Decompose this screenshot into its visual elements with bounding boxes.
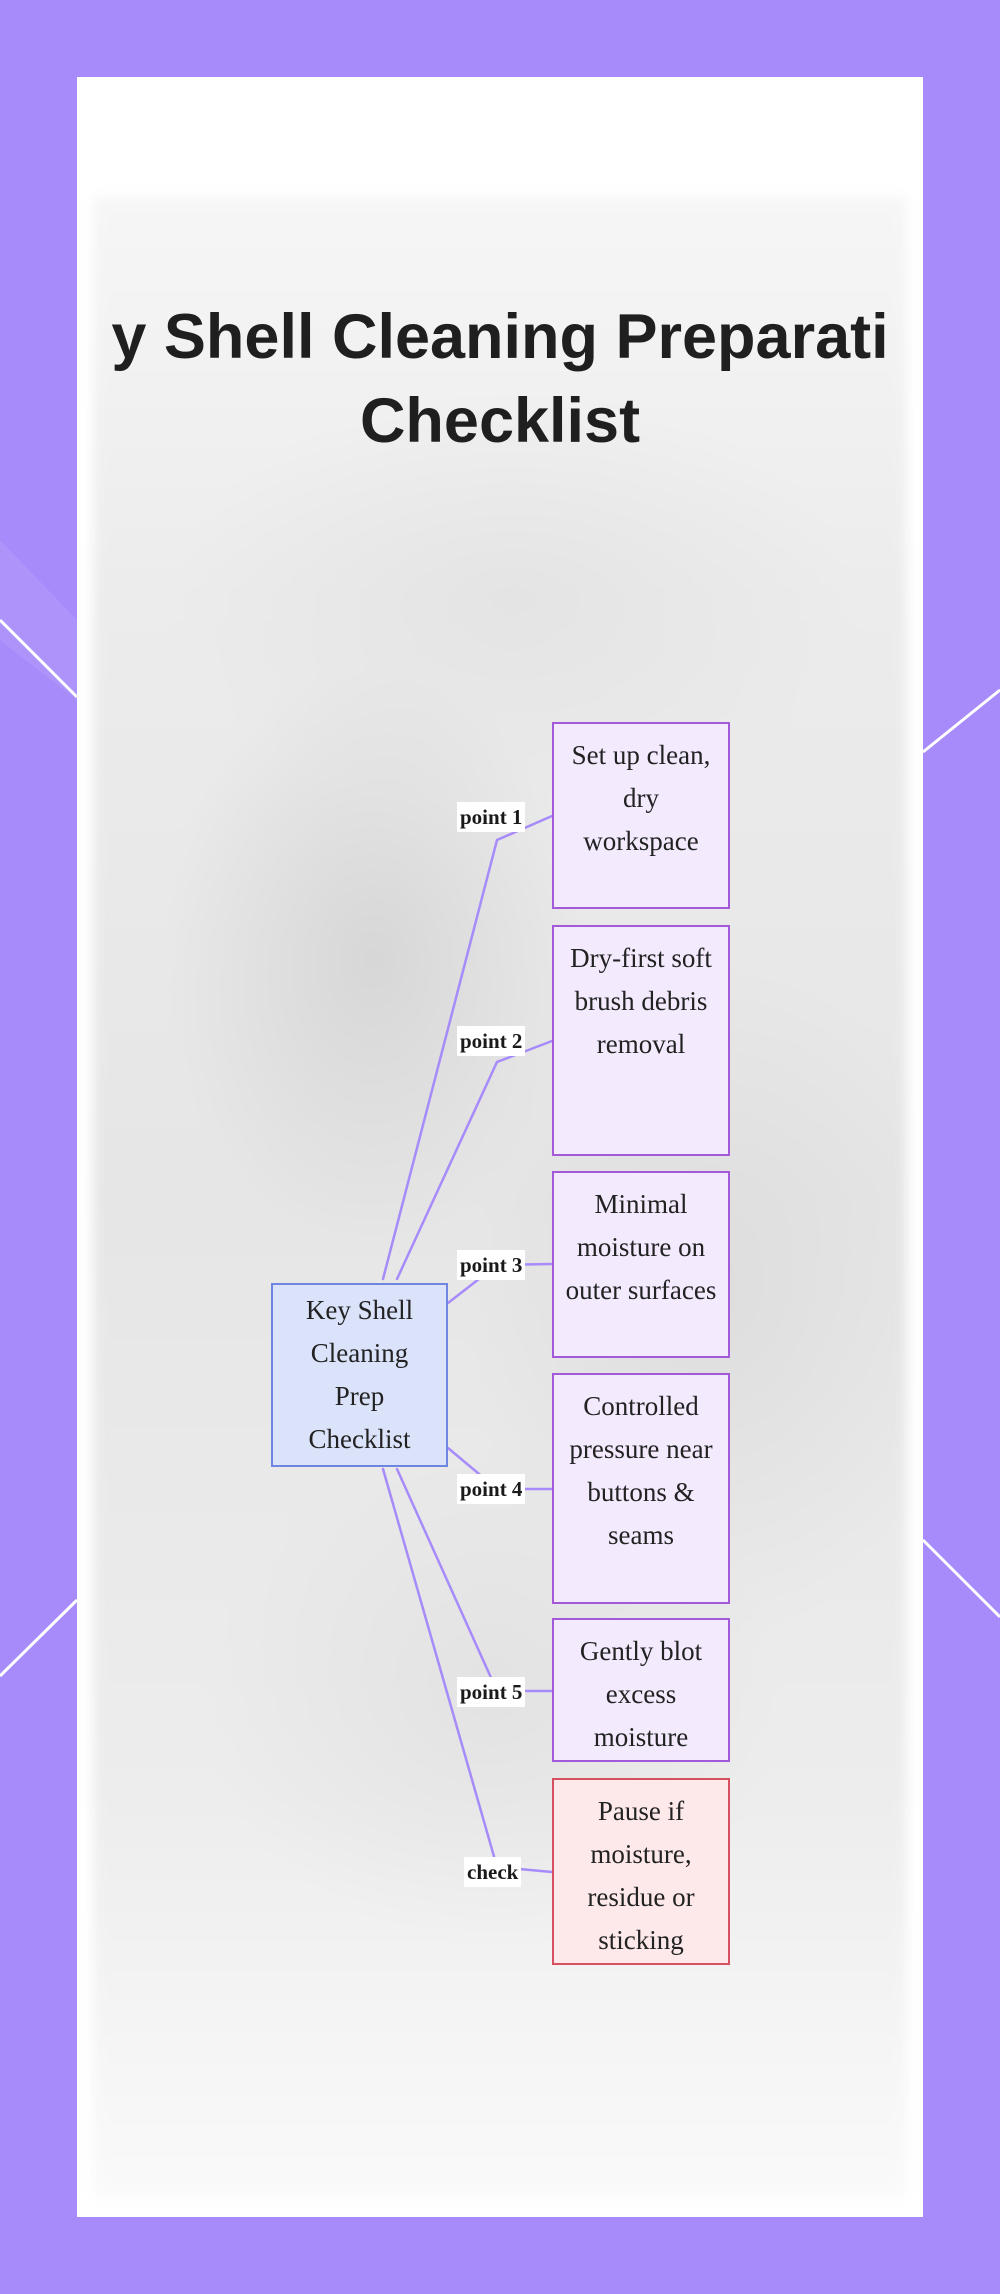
edge-label-point-1: point 1 [457,802,526,832]
step-node-2-text: Dry-first soft brush debris removal [570,943,712,1059]
step-node-3: Minimal moisture on outer surfaces [552,1171,730,1358]
connector-point-2 [395,1039,554,1281]
step-node-1-text: Set up clean, dry workspace [571,740,711,856]
check-node: Pause if moisture, residue or sticking [552,1778,730,1965]
connector-point-1 [381,814,554,1281]
edge-label-point-2: point 2 [457,1026,526,1056]
step-node-2: Dry-first soft brush debris removal [552,925,730,1156]
edge-label-point-4: point 4 [457,1474,526,1504]
page-title-line-2: Checklist [359,386,641,456]
diagram-card: y Shell Cleaning Preparati Checklist Key… [77,77,923,2217]
page-title-line-1: y Shell Cleaning Preparati [111,302,889,372]
check-node-text: Pause if moisture, residue or sticking [587,1796,695,1955]
connector-lines [381,814,554,1874]
step-node-5: Gently blot excess moisture [552,1618,730,1762]
central-node-label: Key Shell Cleaning Prep Checklist [305,1295,414,1454]
edge-label-point-5: point 5 [457,1677,526,1707]
step-node-1: Set up clean, dry workspace [552,722,730,909]
connector-check [381,1467,554,1874]
step-node-3-text: Minimal moisture on outer surfaces [565,1189,717,1305]
step-node-4: Controlled pressure near buttons & seams [552,1373,730,1604]
step-node-4-text: Controlled pressure near buttons & seams [569,1391,713,1550]
central-node: Key Shell Cleaning Prep Checklist [271,1283,448,1467]
step-node-5-text: Gently blot excess moisture [579,1636,703,1752]
edge-label-check: check [464,1857,522,1887]
edge-label-point-3: point 3 [457,1250,526,1280]
page-title: y Shell Cleaning Preparati Checklist [77,295,923,463]
